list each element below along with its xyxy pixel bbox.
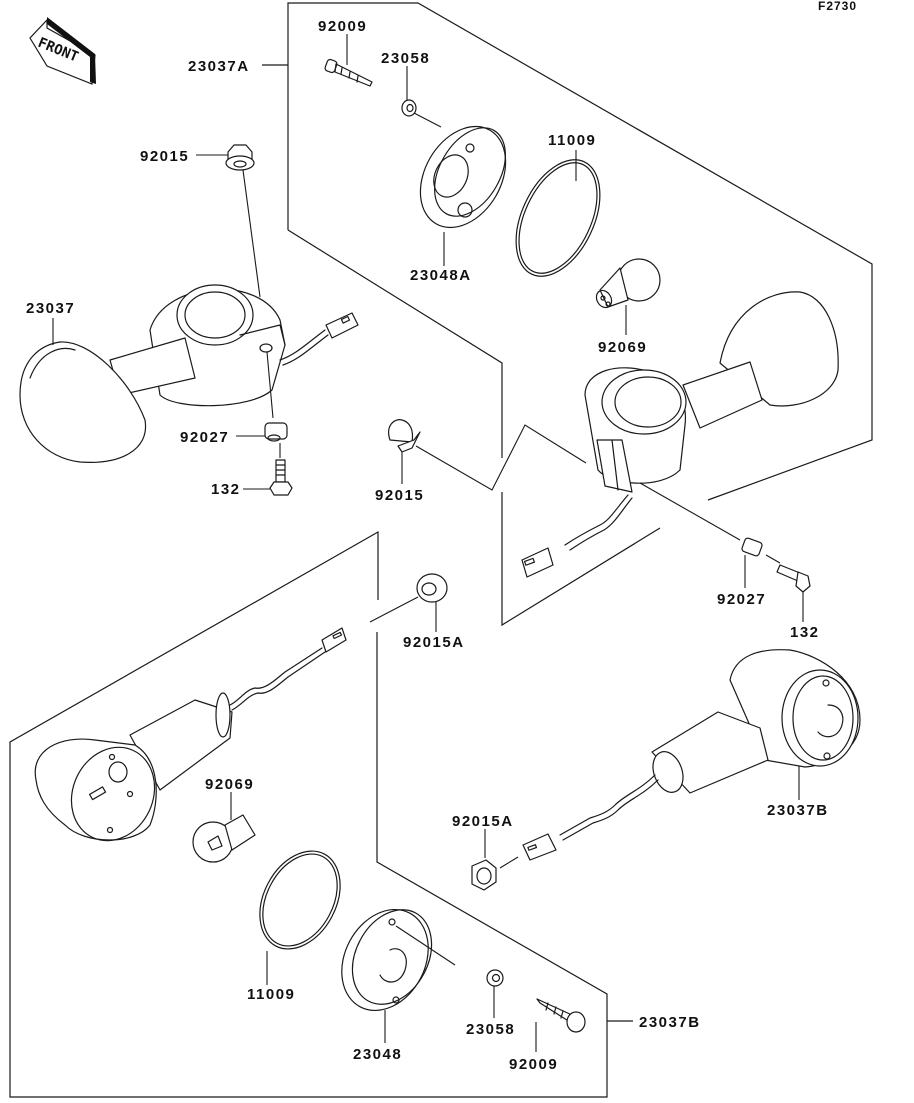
leader-lens-to-washer <box>395 925 456 966</box>
collar-92027-left <box>264 422 288 442</box>
callout-23058-bottom: 23058 <box>466 1021 515 1038</box>
callout-23048a: 23048A <box>410 267 472 284</box>
callout-23037: 23037 <box>26 300 75 317</box>
callout-92015-center: 92015 <box>375 487 424 504</box>
callout-92027-right: 92027 <box>717 591 766 608</box>
callout-11009-bottom: 11009 <box>247 986 295 1003</box>
leader-nut-mid-diag <box>369 596 419 623</box>
leader-washer-to-base <box>413 112 442 128</box>
leader-collar-left-v <box>266 351 274 419</box>
callout-92027-left: 92027 <box>180 429 229 446</box>
screw-92009-top <box>324 58 373 87</box>
connector-left-top <box>279 312 359 366</box>
bolt-132-left <box>269 459 293 496</box>
callout-92069-bottom: 92069 <box>205 776 254 793</box>
collar-92027-right <box>741 537 763 557</box>
bulb-92069-bottom <box>192 814 256 863</box>
leader-92015-center-to-clamp <box>415 424 587 491</box>
washer-23058-top <box>401 99 417 117</box>
connector-rear-left <box>229 627 347 711</box>
nut-92015a-mid <box>416 573 448 603</box>
callout-23037a: 23037A <box>188 58 250 75</box>
leader-92015-left-v <box>242 169 261 298</box>
gasket-11009-top <box>515 159 601 277</box>
callout-92015a-bottom-right: 92015A <box>452 813 514 830</box>
callout-23037b-bottom: 23037B <box>639 1014 701 1031</box>
turn-signal-23037 <box>19 284 286 463</box>
callout-23037b-right: 23037B <box>767 802 829 819</box>
callout-23058-top: 23058 <box>381 50 430 67</box>
bolt-132-right <box>776 564 811 593</box>
assembly-frame-23037a-lower <box>287 229 503 458</box>
washer-23058-bottom <box>486 969 504 987</box>
leader-nut-to-connector <box>499 856 519 869</box>
turn-signal-23037b <box>651 649 861 794</box>
callout-11009-top: 11009 <box>548 132 596 149</box>
assembly-frame-23037b <box>9 530 608 1098</box>
connector-rear-right <box>522 774 659 861</box>
callout-92015a-mid: 92015A <box>403 634 465 651</box>
lens-23048-bottom <box>341 908 433 1012</box>
screw-92009-bottom <box>536 998 586 1033</box>
callout-23048-bottom: 23048 <box>353 1046 402 1063</box>
turn-signal-right-top <box>584 291 839 493</box>
gasket-11009-bottom <box>259 850 341 950</box>
callout-92009-top: 92009 <box>318 18 367 35</box>
leader-collar-right <box>639 482 741 541</box>
nut-92015a-bottom-right <box>471 859 497 891</box>
callout-132-right: 132 <box>790 624 820 641</box>
assembly-frame-23037a-bottom <box>501 492 661 627</box>
nut-92015-left <box>225 144 255 171</box>
turn-signal-housing-rear-left <box>34 692 233 842</box>
bulb-92069-top <box>595 258 661 309</box>
callout-132-left: 132 <box>211 481 241 498</box>
figure-number: F2730 <box>818 0 857 13</box>
leader-bolt-right-to-collar <box>765 554 781 564</box>
callout-92069-top: 92069 <box>598 339 647 356</box>
callout-92009-bottom: 92009 <box>509 1056 558 1073</box>
front-arrow-icon: FRONT <box>29 17 96 85</box>
connector-right-top <box>521 494 633 578</box>
callout-92015-left: 92015 <box>140 148 189 165</box>
washer-hole <box>406 103 414 113</box>
lens-base-23048a <box>419 125 507 229</box>
nut-92015-center <box>388 419 421 453</box>
assembly-frame-23037a <box>287 2 873 501</box>
